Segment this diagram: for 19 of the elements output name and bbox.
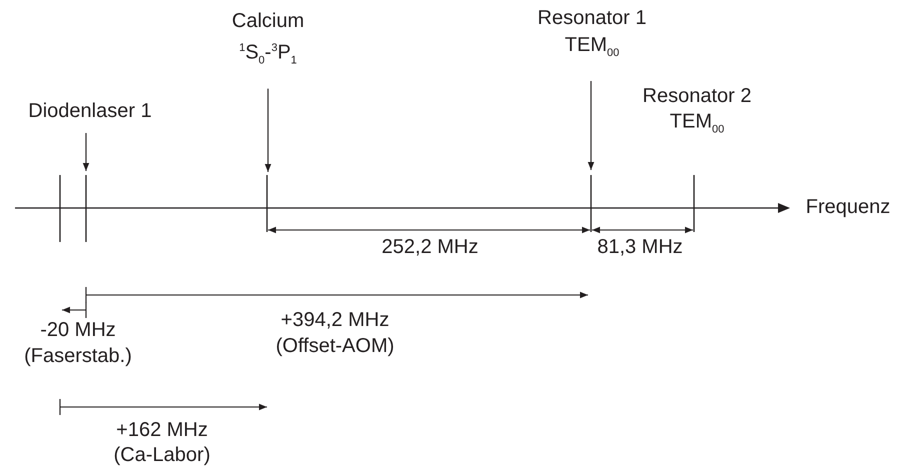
offset-label: +394,2 MHz <box>280 308 390 332</box>
resonator-label: Resonator 2 <box>642 84 752 108</box>
offset-label: +162 MHz <box>116 418 208 442</box>
axis-label: Frequenz <box>806 195 890 219</box>
resonator-label: TEM$_{00}$ <box>670 109 724 137</box>
transition-label: Calcium <box>232 9 304 34</box>
transition-label: $^{1}$S$_{0}$-$^{3}$P$_{1}$ <box>238 40 298 69</box>
resonator-label: Resonator 1 <box>538 6 646 31</box>
leader-arrow <box>82 133 90 171</box>
offset-note: (Faserstab.) <box>24 344 132 368</box>
offset-note: (Ca-Labor) <box>114 443 210 467</box>
laser-label: Diodenlaser 1 <box>28 99 152 124</box>
offset-label: -20 MHz <box>40 318 116 342</box>
leader-arrow <box>264 88 272 172</box>
leader-arrow <box>588 81 594 170</box>
resonator-label: TEM$_{00}$ <box>564 33 620 61</box>
dimension-label: 252,2 MHz <box>382 235 478 259</box>
offset-note: (Offset-AOM) <box>276 334 394 358</box>
dimension-label: 81,3 MHz <box>597 235 683 259</box>
